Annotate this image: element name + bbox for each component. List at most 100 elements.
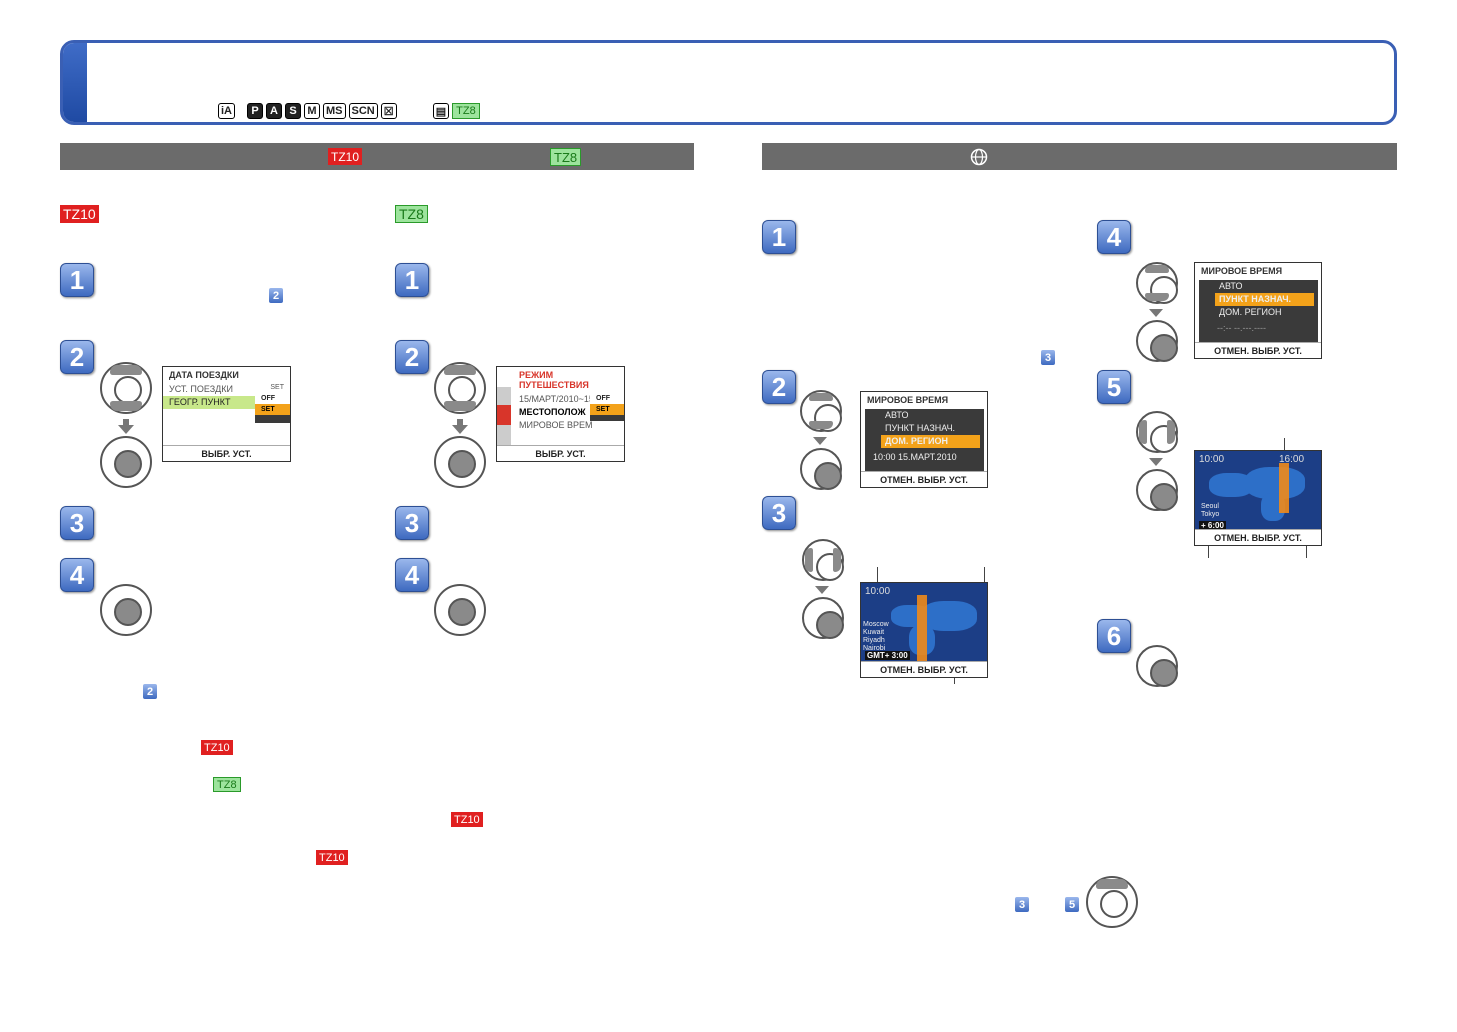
step-3-badge: 3 xyxy=(395,506,429,540)
city-list: Moscow Kuwait Riyadh Nairobi xyxy=(863,621,889,652)
menu-row-home-region: ДОМ. РЕГИОН xyxy=(881,435,980,448)
arrow-down-icon xyxy=(1149,309,1163,317)
tz10-label: TZ10 xyxy=(60,205,99,223)
screen-footer: ОТМЕН. ВЫБР. УСТ. xyxy=(1195,529,1321,545)
option-popup: OFF SET xyxy=(590,393,624,421)
step-1-badge: 1 xyxy=(60,263,94,297)
step-ref-3-badge: 3 xyxy=(1041,350,1055,365)
film-mode-icon: ▤ xyxy=(432,103,450,119)
globe-icon xyxy=(970,148,988,166)
control-pad-center[interactable] xyxy=(434,584,486,636)
header-tab xyxy=(63,43,87,122)
control-pad-leftright[interactable] xyxy=(802,539,844,581)
city-list: Seoul Tokyo xyxy=(1201,503,1220,518)
menu-row-destination: ПУНКТ НАЗНАЧ. xyxy=(885,423,956,433)
time-zone-band xyxy=(1279,463,1289,513)
current-time: 10:00 15.МАРТ.2010 xyxy=(873,452,957,462)
arrow-down-icon xyxy=(452,425,468,434)
scn-mode-icon: SCN xyxy=(348,103,378,119)
tz10-badge: TZ10 xyxy=(328,148,363,165)
step-3-badge: 3 xyxy=(60,506,94,540)
step-4-badge: 4 xyxy=(1097,220,1131,254)
control-pad-up[interactable] xyxy=(1086,876,1138,928)
control-pad-updown[interactable] xyxy=(1136,262,1178,304)
screen-footer: ВЫБР. УСТ. xyxy=(497,445,624,461)
control-pad-center[interactable] xyxy=(434,436,486,488)
menu-row-location: МЕСТОПОЛОЖ xyxy=(519,407,586,417)
screen-title: МИРОВОЕ ВРЕМЯ xyxy=(1201,266,1283,276)
page-header: iA P A S M MS SCN ☒ ▤ TZ8 xyxy=(60,40,1397,125)
arrow-down-icon xyxy=(1149,458,1163,466)
option-off: OFF xyxy=(255,393,290,404)
tz8-label: TZ8 xyxy=(395,205,428,223)
arrow-down-icon xyxy=(118,425,134,434)
step-5-badge: 5 xyxy=(1097,370,1131,404)
menu-row-dates: 15/МАРТ/2010~15/ xyxy=(519,394,597,404)
option-set: SET xyxy=(590,404,624,415)
control-pad-center[interactable] xyxy=(802,597,844,639)
screen-title: ДАТА ПОЕЗДКИ xyxy=(169,370,239,380)
a-mode-icon: A xyxy=(266,103,282,119)
control-pad-center[interactable] xyxy=(800,448,842,490)
tz10-badge: TZ10 xyxy=(201,740,233,755)
option-set: SET xyxy=(255,404,290,415)
control-pad-updown[interactable] xyxy=(800,390,842,432)
step-ref-2-badge: 2 xyxy=(269,288,283,303)
control-pad-center[interactable] xyxy=(1136,645,1178,687)
world-map-dest-screen: 10:00 16:00 Seoul Tokyo + 6:00 ОТМЕН. ВЫ… xyxy=(1194,450,1322,546)
tz10-badge: TZ10 xyxy=(316,850,348,865)
ms-mode-icon: MS xyxy=(323,103,346,119)
menu-row-world-time: МИРОВОЕ ВРЕМ xyxy=(519,420,593,430)
control-pad-center[interactable] xyxy=(100,584,152,636)
clipboard-mode-icon: ☒ xyxy=(380,103,397,119)
arrow-down-icon xyxy=(813,437,827,445)
step-2-badge: 2 xyxy=(60,340,94,374)
world-time-home-screen: МИРОВОЕ ВРЕМЯ АВТО ПУНКТ НАЗНАЧ. ДОМ. РЕ… xyxy=(860,391,988,488)
control-pad-center[interactable] xyxy=(100,436,152,488)
step-1-badge: 1 xyxy=(762,220,796,254)
tz10-badge: TZ10 xyxy=(451,812,483,827)
model-tz8-badge: TZ8 xyxy=(452,103,480,119)
time-zone-band xyxy=(917,595,927,661)
option-off: OFF xyxy=(590,393,624,404)
arrow-down-icon xyxy=(815,586,829,594)
destination-time: 16:00 xyxy=(1279,454,1305,465)
world-time-dest-screen: МИРОВОЕ ВРЕМЯ АВТО ПУНКТ НАЗНАЧ. ДОМ. РЕ… xyxy=(1194,262,1322,359)
control-pad-center[interactable] xyxy=(1136,320,1178,362)
ia-mode-icon: iA xyxy=(218,103,235,119)
control-pad-leftright[interactable] xyxy=(1136,411,1178,453)
screen-footer: ВЫБР. УСТ. xyxy=(163,445,290,461)
step-4-badge: 4 xyxy=(395,558,429,592)
world-map-home-screen: 10:00 Moscow Kuwait Riyadh Nairobi GMT+ … xyxy=(860,582,988,678)
control-pad-center[interactable] xyxy=(1136,469,1178,511)
home-time: 10:00 xyxy=(1199,454,1225,465)
right-section-bar xyxy=(762,143,1397,170)
screen-title: МИРОВОЕ ВРЕМЯ xyxy=(867,395,949,405)
tz8-badge: TZ8 xyxy=(550,148,582,166)
step-ref-2-badge: 2 xyxy=(143,684,157,699)
option-popup: OFF SET xyxy=(255,393,290,423)
menu-row-destination: ПУНКТ НАЗНАЧ. xyxy=(1215,293,1314,306)
side-tab-strip xyxy=(497,387,511,445)
menu-row-auto: АВТО xyxy=(1219,281,1243,291)
screen-footer: ОТМЕН. ВЫБР. УСТ. xyxy=(861,471,987,487)
screen-title: РЕЖИМ ПУТЕШЕСТВИЯ xyxy=(519,370,589,390)
time-offset: + 6:00 xyxy=(1199,521,1226,530)
p-mode-icon: P xyxy=(247,103,263,119)
screen-footer: ОТМЕН. ВЫБР. УСТ. xyxy=(1195,342,1321,358)
screen-footer: ОТМЕН. ВЫБР. УСТ. xyxy=(861,661,987,677)
step-2-badge: 2 xyxy=(762,370,796,404)
control-pad-updown[interactable] xyxy=(100,362,152,414)
menu-box: АВТО ПУНКТ НАЗНАЧ. ДОМ. РЕГИОН 10:00 15.… xyxy=(865,409,984,471)
step-1-badge: 1 xyxy=(395,263,429,297)
menu-row-auto: АВТО xyxy=(885,410,909,420)
left-section-bar: TZ10 TZ8 xyxy=(60,143,694,170)
menu-row-home-region: ДОМ. РЕГИОН xyxy=(1219,307,1282,317)
control-pad-updown[interactable] xyxy=(434,362,486,414)
tz8-badge: TZ8 xyxy=(213,777,241,792)
menu-row-location: ГЕОГР. ПУНКТ xyxy=(163,396,255,409)
tab-travel-selected xyxy=(497,405,511,425)
step-ref-5-badge: 5 xyxy=(1065,897,1079,912)
